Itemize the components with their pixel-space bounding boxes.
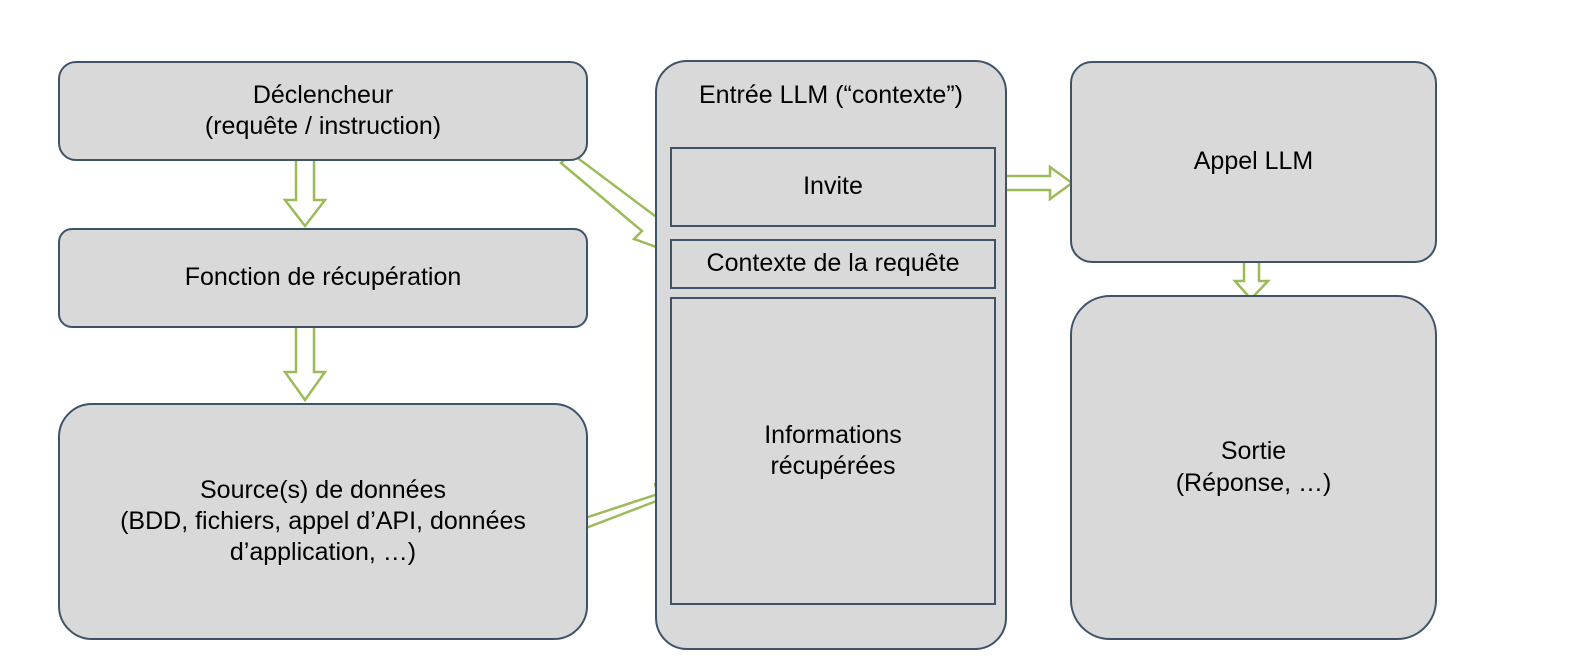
node-data-sources[interactable]: Source(s) de données (BDD, fichiers, app…: [58, 403, 588, 640]
node-query-context-label: Contexte de la requête: [706, 249, 960, 278]
node-output-label: Sortie (Réponse, …): [1175, 437, 1332, 497]
node-llm-input-container[interactable]: Entrée LLM (“contexte”) Invite Contexte …: [655, 60, 1007, 650]
node-query-context[interactable]: Contexte de la requête: [670, 239, 996, 289]
node-output[interactable]: Sortie (Réponse, …): [1070, 295, 1437, 640]
node-prompt-label: Invite: [803, 172, 863, 201]
node-retrieved-info-label: Informations récupérées: [764, 420, 902, 480]
node-retrieved-info[interactable]: Informations récupérées: [670, 297, 996, 605]
node-llm-input-title: Entrée LLM (“contexte”): [699, 81, 963, 109]
node-retrieval-function-label: Fonction de récupération: [184, 263, 462, 292]
node-trigger[interactable]: Déclencheur (requête / instruction): [58, 61, 588, 161]
arrow-llm-input-to-llm-call: [1002, 164, 1075, 202]
node-retrieval-function[interactable]: Fonction de récupération: [58, 228, 588, 328]
node-prompt[interactable]: Invite: [670, 147, 996, 227]
arrow-trigger-to-retrieval-function: [282, 156, 328, 229]
node-trigger-label: Déclencheur (requête / instruction): [204, 80, 442, 140]
arrow-llm-call-to-output: [1232, 256, 1271, 301]
arrow-retrieval-function-to-data-sources: [282, 323, 328, 403]
node-llm-call-label: Appel LLM: [1193, 147, 1314, 176]
node-data-sources-label: Source(s) de données (BDD, fichiers, app…: [120, 475, 526, 567]
node-llm-call[interactable]: Appel LLM: [1070, 61, 1437, 263]
